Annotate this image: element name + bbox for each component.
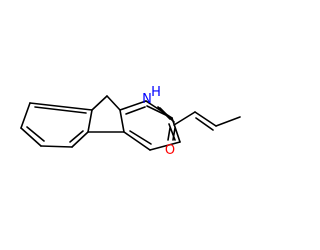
bond-c1-c2 (173, 111, 196, 126)
bond-r6 (123, 131, 151, 151)
bond-c3-c4 (215, 116, 241, 127)
bond-r1 (119, 109, 125, 133)
bond-r2 (119, 100, 147, 111)
bond-l1 (87, 109, 93, 133)
bond-r5 (149, 141, 181, 151)
atom-label-nitrogen: N (142, 92, 152, 107)
bond-l-inner-1 (69, 130, 84, 143)
bond-l5 (20, 102, 31, 129)
bond-n-carbonyl (159, 107, 175, 123)
bond-c9-c8a (91, 95, 108, 111)
bond-c-o-1 (167, 127, 171, 141)
atom-label-carbonyl-oxygen: O (165, 143, 175, 158)
bond-c-o-2 (172, 127, 176, 141)
bond-c9-c9a (106, 95, 121, 111)
bonds (20, 95, 241, 151)
bond-c2-c3-double (195, 117, 214, 131)
atom-label-amide-hydrogen: H (151, 85, 161, 100)
bond-l3 (40, 145, 73, 148)
bond-c2-c3 (194, 111, 217, 127)
bond-l4 (20, 127, 42, 147)
bond-l2 (71, 131, 89, 148)
bond-l-inner-2 (26, 126, 45, 142)
bond-r-inner-1 (125, 106, 146, 115)
bond-l-inner-3 (34, 106, 87, 114)
bond-l6 (29, 102, 93, 111)
bond-r-inner-3 (129, 130, 152, 145)
